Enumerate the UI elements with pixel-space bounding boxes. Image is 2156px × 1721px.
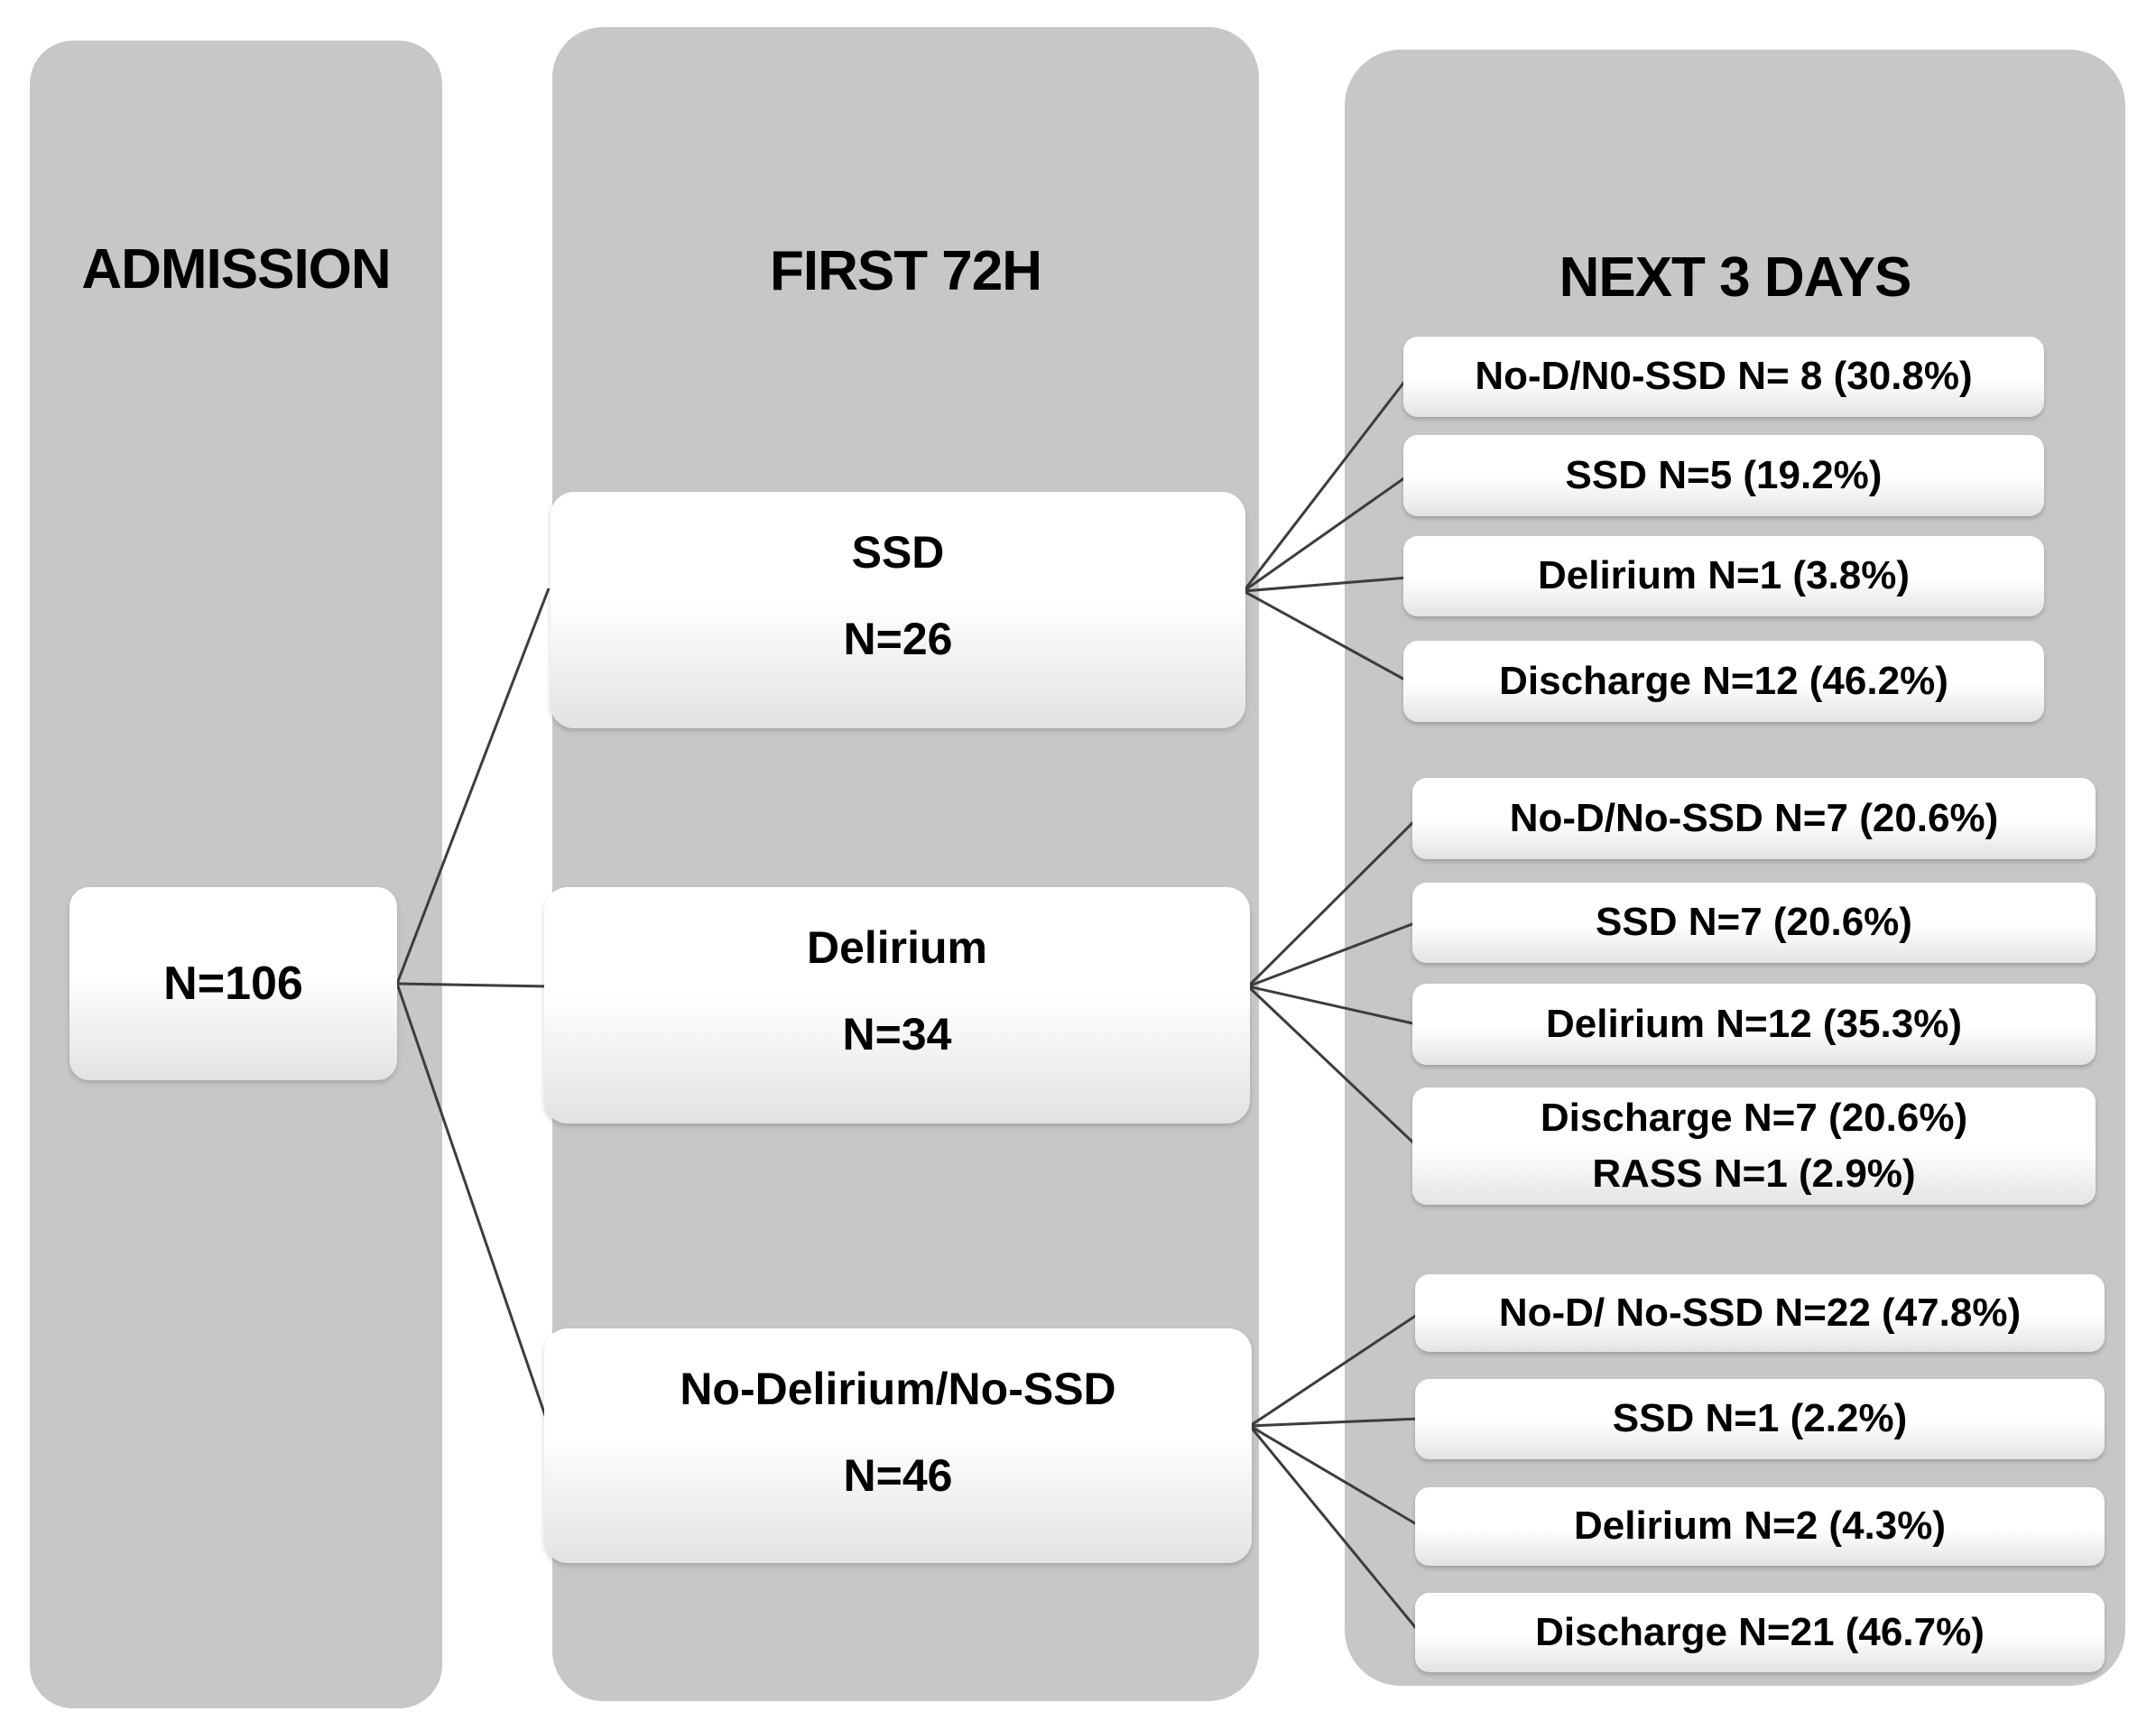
outcome-label: Discharge N=21 (46.7%) (1535, 1609, 1985, 1654)
connector-line (1249, 1311, 1420, 1428)
outcome-box-nod-discharge: Discharge N=21 (46.7%) (1415, 1593, 2105, 1672)
stage-node-title: No-Delirium/No-SSD (680, 1364, 1116, 1414)
outcome-box-nod-ssd: SSD N=1 (2.2%) (1415, 1379, 2105, 1459)
outcome-label: Delirium N=1 (3.8%) (1537, 553, 1911, 598)
connector-line (1243, 589, 1409, 683)
outcome-box-delirium-nod-nossd: No-D/No-SSD N=7 (20.6%) (1412, 778, 2096, 859)
outcome-box-ssd-nod-nossd: No-D/N0-SSD N= 8 (30.8%) (1403, 337, 2044, 417)
outcome-box-delirium-delirium: Delirium N=12 (35.3%) (1412, 984, 2096, 1065)
outcome-label: Delirium N=12 (35.3%) (1546, 1001, 1962, 1046)
outcome-box-delirium-ssd: SSD N=7 (20.6%) (1412, 883, 2096, 963)
connector-line (395, 983, 551, 1427)
outcome-box-nod-nod-nossd: No-D/ No-SSD N=22 (47.8%) (1415, 1274, 2105, 1352)
admission-total-node: N=106 (69, 887, 397, 1080)
outcome-box-ssd-discharge: Discharge N=12 (46.2%) (1403, 641, 2044, 722)
outcome-label: SSD N=1 (2.2%) (1612, 1396, 1908, 1441)
stage-node-title: Delirium (806, 922, 988, 973)
outcome-label: Delirium N=2 (4.3%) (1573, 1504, 1947, 1549)
stage-node-count: N=26 (843, 614, 953, 664)
outcome-box-ssd-ssd: SSD N=5 (19.2%) (1403, 435, 2044, 516)
outcome-label: No-D/No-SSD N=7 (20.6%) (1509, 795, 1999, 840)
outcome-box-delirium-discharge-rass: Discharge N=7 (20.6%) RASS N=1 (2.9%) (1412, 1087, 2096, 1205)
connector-line (1247, 985, 1418, 1026)
outcome-label-secondary: RASS N=1 (2.9%) (1592, 1152, 1916, 1196)
outcome-label: SSD N=5 (19.2%) (1565, 452, 1883, 497)
connector-line (1243, 474, 1409, 593)
stage-node-no-delirium-no-ssd: No-Delirium/No-SSD N=46 (544, 1328, 1252, 1563)
admission-total-label: N=106 (163, 958, 303, 1010)
stage-node-delirium: Delirium N=34 (544, 887, 1250, 1124)
stage-node-count: N=46 (843, 1450, 953, 1501)
first72h-column-header: FIRST 72H (769, 240, 1042, 302)
outcome-label: Discharge N=7 (20.6%) (1540, 1095, 1968, 1140)
stage-node-ssd: SSD N=26 (551, 492, 1245, 728)
connector-line (1249, 1417, 1420, 1428)
connector-line (396, 982, 550, 988)
connector-line (395, 588, 551, 985)
connector-line (1246, 985, 1419, 1148)
admission-column-panel (30, 41, 442, 1708)
stage-node-title: SSD (851, 527, 945, 578)
outcome-label: No-D/N0-SSD N= 8 (30.8%) (1475, 354, 1973, 399)
outcome-box-nod-delirium: Delirium N=2 (4.3%) (1415, 1487, 2105, 1566)
connector-line (1243, 576, 1409, 593)
outcome-label: No-D/ No-SSD N=22 (47.8%) (1498, 1290, 2022, 1335)
connector-line (1249, 1424, 1420, 1528)
outcome-label: SSD N=7 (20.6%) (1596, 900, 1912, 945)
connector-line (1246, 817, 1419, 988)
admission-column-header: ADMISSION (81, 238, 391, 301)
connector-line (1248, 1425, 1421, 1633)
outcome-box-ssd-delirium: Delirium N=1 (3.8%) (1403, 536, 2044, 616)
connector-line (1242, 376, 1410, 592)
connector-line (1247, 921, 1418, 988)
outcome-label: Discharge N=12 (46.2%) (1499, 658, 1948, 703)
stage-node-count: N=34 (842, 1009, 952, 1059)
next3days-column-header: NEXT 3 DAYS (1559, 246, 1912, 309)
